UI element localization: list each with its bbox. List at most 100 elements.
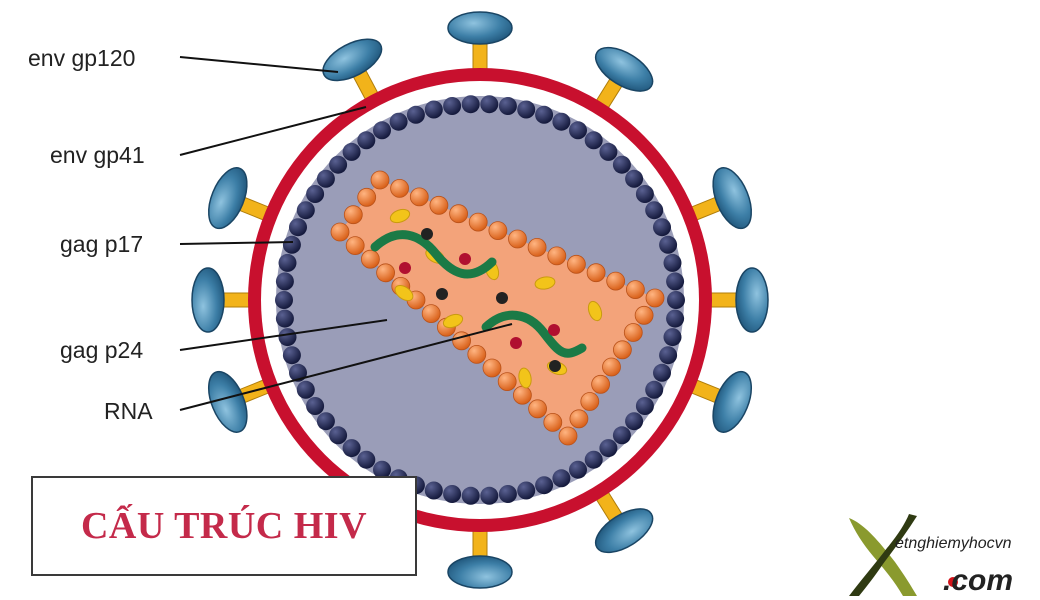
p24-capsid-dot: [591, 374, 610, 394]
gp120-cap: [712, 167, 753, 230]
protein-red: [548, 324, 560, 336]
rna-strand: [370, 230, 497, 279]
p24-capsid-dot: [602, 357, 621, 377]
p17-matrix-dot: [663, 253, 682, 272]
p17-matrix-dot: [498, 97, 517, 115]
p24-capsid-dot: [543, 412, 563, 432]
p17-matrix-dot: [667, 291, 685, 309]
p17-matrix-dot: [480, 486, 499, 505]
p17-matrix-dot: [289, 218, 307, 237]
p24-capsid-dot: [468, 212, 488, 232]
leader-lines: [179, 56, 513, 411]
protein-red: [399, 262, 411, 274]
p17-matrix-dot: [599, 439, 618, 458]
p24-capsid-dot: [343, 205, 363, 225]
rna-associated-proteins: [399, 228, 561, 372]
p24-capsid-dot: [370, 170, 390, 190]
p17-matrix-dot: [461, 486, 480, 505]
p17-matrix-dot: [569, 121, 587, 140]
p17-matrix-dot: [625, 412, 644, 431]
gp120-cap: [207, 167, 248, 230]
gp120-cap: [594, 46, 654, 92]
label-gag-p17: gag p17: [60, 231, 143, 257]
p24-capsid-dot: [360, 249, 380, 269]
p17-matrix-dot: [443, 485, 462, 503]
p17-matrix-dot: [406, 105, 425, 124]
p17-matrix-dot: [278, 253, 297, 272]
logo-text-bottom: .com: [943, 564, 1013, 597]
gp120-cap: [594, 508, 654, 554]
p17-matrix-dot: [282, 235, 301, 254]
p17-matrix-dot: [552, 469, 571, 488]
logo-x-mark: [849, 514, 958, 596]
p17-matrix-dot: [584, 450, 603, 469]
p24-capsid-dot: [345, 236, 365, 256]
enzyme: [587, 300, 603, 322]
rna-strands: [370, 230, 587, 358]
enzyme: [389, 208, 411, 224]
p17-matrix-dot: [389, 112, 408, 131]
p24-capsid-dot: [569, 409, 589, 429]
spike: [191, 267, 253, 333]
logo-text-top: etnghiemyhocvn: [895, 535, 1012, 552]
p24-capsid-dot: [467, 344, 487, 364]
spike: [447, 527, 513, 589]
p17-matrix-dot: [666, 309, 685, 328]
p17-matrix-dot: [278, 328, 297, 347]
spike: [447, 11, 513, 73]
p24-capsid-dot: [623, 323, 643, 342]
p17-matrix-dot: [498, 485, 517, 503]
leader-line-p17: [179, 241, 294, 245]
enzyme: [442, 313, 464, 329]
rna-strand: [481, 310, 587, 358]
p24-capsid-dot: [606, 271, 626, 291]
p17-matrix-dot: [569, 460, 587, 479]
p17-matrix-dot: [653, 218, 671, 237]
protein-dark: [421, 228, 433, 240]
protein-dark: [549, 360, 561, 372]
matrix-protein-ring: [275, 95, 685, 505]
spike: [688, 370, 753, 433]
p24-capsid-dot: [482, 358, 502, 378]
p17-matrix-dot: [659, 346, 678, 365]
leader-line-rna: [179, 323, 513, 411]
p17-matrix-dot: [535, 476, 554, 495]
enzyme: [534, 276, 556, 290]
p17-matrix-dot: [373, 121, 391, 140]
p17-matrix-dot: [316, 412, 335, 431]
p24-capsid-dot: [547, 246, 567, 266]
p17-matrix-dot: [306, 397, 325, 415]
p24-capsid-dot: [357, 187, 377, 207]
p17-matrix-dot: [517, 100, 536, 119]
p17-matrix-dot: [357, 450, 376, 469]
p24-capsid-dot: [421, 304, 441, 324]
p17-matrix-dot: [535, 105, 554, 124]
p17-matrix-dot: [329, 426, 348, 445]
leader-line-gp41: [179, 106, 367, 156]
label-gag-p24: gag p24: [60, 337, 143, 363]
protein-dark: [496, 292, 508, 304]
protein-red: [459, 253, 471, 265]
p17-matrix-dot: [625, 169, 644, 188]
p17-matrix-dot: [666, 272, 685, 291]
p17-matrix-dot: [373, 460, 391, 479]
p17-matrix-dot: [424, 100, 443, 119]
p17-matrix-dot: [424, 481, 443, 500]
p24-capsid-dot: [497, 372, 517, 392]
p17-matrix-dot: [329, 155, 348, 174]
p17-matrix-dot: [461, 95, 480, 114]
p17-matrix-dot: [443, 97, 462, 115]
label-rna: RNA: [104, 398, 153, 424]
p17-matrix-dot: [282, 346, 301, 365]
p24-capsid-dot: [330, 222, 350, 242]
gp120-cap: [191, 267, 225, 333]
p24-capsid-dot: [508, 229, 527, 249]
leader-line-p24: [179, 319, 388, 351]
protein-red: [510, 337, 522, 349]
p24-capsid-dot: [527, 237, 547, 257]
gp120-cap: [447, 555, 513, 589]
p17-matrix-dot: [584, 131, 603, 150]
p24-capsid-dot: [513, 385, 532, 405]
